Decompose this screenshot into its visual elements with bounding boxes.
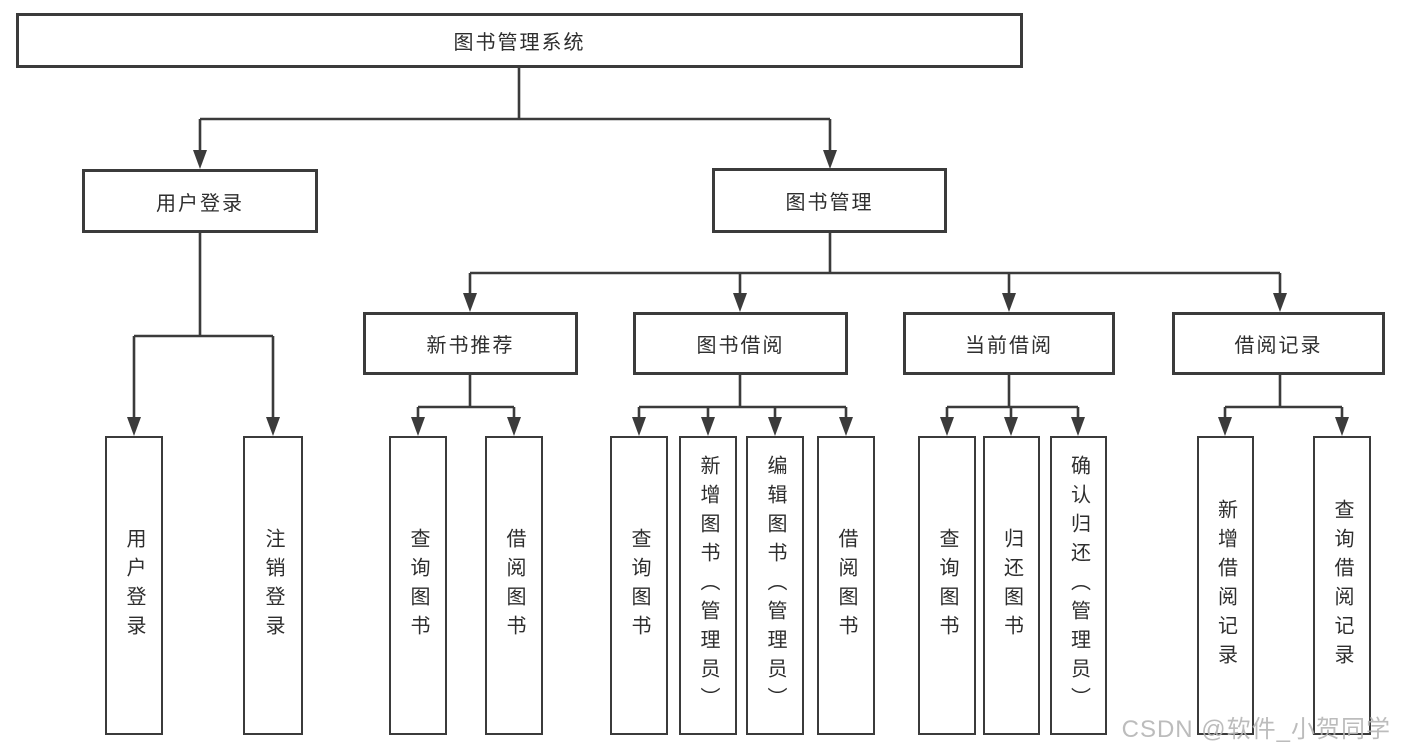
leaf-query-books-current-label: 查询图书	[936, 527, 958, 644]
leaf-return-books: 归还图书	[983, 436, 1040, 735]
leaf-query-books-recommend: 查询图书	[389, 436, 447, 735]
leaf-user-login-label: 用户登录	[123, 527, 145, 644]
leaf-user-login: 用户登录	[105, 436, 163, 735]
node-new-book-recommendation-label: 新书推荐	[426, 335, 515, 357]
node-new-book-recommendation: 新书推荐	[363, 312, 578, 375]
leaf-logout: 注销登录	[243, 436, 303, 735]
leaf-confirm-return-admin-label: 确认归还（管理员）	[1067, 455, 1090, 716]
leaf-logout-label: 注销登录	[262, 527, 284, 644]
node-current-borrowing: 当前借阅	[903, 312, 1115, 375]
leaf-borrow-books-recommend: 借阅图书	[485, 436, 543, 735]
leaf-borrow-books-label: 借阅图书	[835, 527, 857, 644]
node-borrowing-records: 借阅记录	[1172, 312, 1385, 375]
leaf-query-books-borrow-label: 查询图书	[628, 527, 650, 644]
leaf-edit-books-admin: 编辑图书（管理员）	[746, 436, 804, 735]
csdn-watermark: CSDN @软件_小贺同学	[1121, 716, 1391, 743]
leaf-query-books-borrow: 查询图书	[610, 436, 668, 735]
leaf-query-borrow-record-label: 查询借阅记录	[1331, 498, 1353, 673]
node-user-login-label: 用户登录	[156, 192, 244, 215]
node-book-management-label: 图书管理	[785, 192, 874, 214]
leaf-query-books-current: 查询图书	[918, 436, 976, 735]
leaf-add-books-admin: 新增图书（管理员）	[679, 436, 737, 735]
node-root-label: 图书管理系统	[453, 32, 586, 54]
leaf-confirm-return-admin: 确认归还（管理员）	[1050, 436, 1107, 735]
leaf-borrow-books: 借阅图书	[817, 436, 875, 735]
leaf-edit-books-admin-label: 编辑图书（管理员）	[764, 455, 786, 716]
leaf-return-books-label: 归还图书	[1000, 527, 1023, 644]
node-user-login: 用户登录	[82, 169, 318, 233]
leaf-borrow-books-recommend-label: 借阅图书	[503, 527, 525, 644]
node-borrowing-records-label: 借阅记录	[1234, 335, 1323, 357]
node-root-library-management-system: 图书管理系统	[16, 13, 1023, 68]
leaf-query-borrow-record: 查询借阅记录	[1313, 436, 1371, 735]
leaf-add-borrow-record: 新增借阅记录	[1197, 436, 1254, 735]
node-book-borrowing: 图书借阅	[633, 312, 848, 375]
node-current-borrowing-label: 当前借阅	[965, 335, 1053, 357]
leaf-query-books-recommend-label: 查询图书	[407, 527, 429, 644]
node-book-borrowing-label: 图书借阅	[696, 335, 785, 357]
leaf-add-books-admin-label: 新增图书（管理员）	[697, 455, 719, 716]
leaf-add-borrow-record-label: 新增借阅记录	[1214, 498, 1237, 673]
node-book-management: 图书管理	[712, 168, 947, 233]
